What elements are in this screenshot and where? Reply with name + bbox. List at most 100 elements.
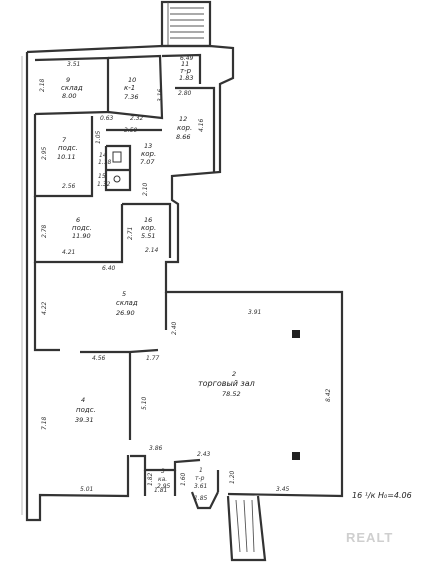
outer-walls [21,44,344,522]
height-note: 16 ¹/к Н₀=4.06 [352,491,412,500]
svg-text:1: 1 [199,467,203,474]
svg-text:склад: склад [116,299,138,307]
svg-text:1.81: 1.81 [154,487,167,494]
room-12: 12 кор. 8.66 [176,115,192,141]
svg-text:8.00: 8.00 [62,92,76,100]
svg-text:7.07: 7.07 [140,158,155,166]
svg-text:3.45: 3.45 [276,486,290,493]
svg-text:1.20: 1.20 [229,470,236,484]
room-14: 14 1.18 [98,152,112,166]
svg-text:4.22: 4.22 [41,301,48,315]
svg-text:4.56: 4.56 [92,355,106,362]
dimensions: 3.51 6.49 2.18 2.80 3.16 0.63 2.32 3.50 … [39,55,332,502]
svg-text:3.16: 3.16 [157,88,164,102]
svg-text:склад: склад [61,84,83,92]
room-2: 2 торговый зал 78.52 [198,370,255,398]
svg-text:12: 12 [179,115,187,123]
room-7: 7 подс. 10.11 [57,136,78,161]
svg-text:2.95: 2.95 [41,146,48,160]
room-1: 1 т-р 3.61 [194,467,207,490]
room-13: 13 кор. 7.07 [140,142,156,166]
svg-text:8.66: 8.66 [176,133,190,141]
svg-text:13: 13 [144,142,152,150]
svg-text:1.60: 1.60 [180,472,187,486]
svg-text:подс.: подс. [58,144,78,152]
svg-text:кор.: кор. [141,224,156,232]
svg-text:т-р: т-р [180,67,192,75]
svg-text:к-1: к-1 [124,84,135,92]
svg-text:3.50: 3.50 [124,127,138,134]
svg-text:2.32: 2.32 [130,115,144,122]
svg-text:10: 10 [128,76,136,84]
svg-text:2.95: 2.95 [157,483,171,490]
svg-text:6.40: 6.40 [102,265,116,272]
svg-text:26.90: 26.90 [116,309,135,317]
svg-text:2.14: 2.14 [145,247,159,254]
room-15: 15 1.32 [97,173,111,188]
svg-text:15: 15 [98,173,106,180]
svg-text:1.83: 1.83 [179,74,193,82]
svg-text:3.61: 3.61 [194,483,207,490]
svg-text:6.49: 6.49 [180,55,194,62]
svg-text:2.18: 2.18 [39,78,46,92]
svg-text:1.18: 1.18 [98,159,112,166]
top-staircase [160,0,212,48]
svg-text:5.10: 5.10 [141,396,148,410]
room-6: 6 подс. 11.90 [72,216,92,240]
svg-text:7.18: 7.18 [41,416,48,430]
svg-text:т-р: т-р [195,475,205,482]
svg-text:кор.: кор. [177,124,192,132]
svg-text:2: 2 [232,370,236,378]
svg-text:3.91: 3.91 [248,309,261,316]
svg-text:5.51: 5.51 [141,232,155,240]
watermark: REALT [346,530,393,545]
svg-text:2.78: 2.78 [41,224,48,238]
columns [112,151,300,460]
svg-text:1.05: 1.05 [95,130,102,144]
svg-text:5.01: 5.01 [80,486,93,493]
room-5: 5 склад 26.90 [116,290,138,317]
svg-text:6: 6 [76,216,80,224]
svg-text:3: 3 [161,468,165,475]
svg-text:14: 14 [99,152,107,159]
svg-text:11.90: 11.90 [72,232,91,240]
room-4: 4 подс. 39.31 [75,396,96,424]
room-10: 10 к-1 7.36 [124,76,138,101]
svg-text:0.63: 0.63 [100,115,114,122]
svg-text:4.16: 4.16 [198,118,205,132]
svg-text:подс.: подс. [76,406,96,414]
svg-text:39.31: 39.31 [75,416,94,424]
room-11: 11 т-р 1.83 [179,60,193,82]
svg-text:ка.: ка. [158,476,167,483]
svg-text:3.86: 3.86 [149,445,163,452]
svg-text:кор.: кор. [141,150,156,158]
svg-text:10.11: 10.11 [57,153,76,161]
svg-text:2.40: 2.40 [171,321,178,335]
room-9: 9 склад 8.00 [61,76,83,100]
svg-text:1.85: 1.85 [194,495,208,502]
interior-walls [33,53,220,510]
svg-text:7.36: 7.36 [124,93,138,101]
svg-text:5: 5 [122,290,126,298]
svg-text:9: 9 [66,76,70,84]
svg-text:1.32: 1.32 [97,181,111,188]
svg-text:8.42: 8.42 [325,388,332,402]
svg-text:2.71: 2.71 [127,227,134,240]
svg-text:3.51: 3.51 [67,61,80,68]
svg-text:2.80: 2.80 [178,90,192,97]
svg-text:78.52: 78.52 [222,390,241,398]
svg-text:1.82: 1.82 [147,472,154,486]
svg-text:4.21: 4.21 [62,249,75,256]
svg-text:4: 4 [81,396,85,404]
svg-text:16: 16 [144,216,152,224]
svg-text:2.10: 2.10 [142,182,149,196]
svg-text:2.43: 2.43 [197,451,211,458]
svg-text:подс.: подс. [72,224,92,232]
svg-text:2.56: 2.56 [62,183,76,190]
svg-text:1.77: 1.77 [146,355,160,362]
room-16: 16 кор. 5.51 [141,216,156,240]
bottom-stairs [226,495,267,562]
svg-text:7: 7 [62,136,67,144]
svg-text:11: 11 [181,60,189,68]
